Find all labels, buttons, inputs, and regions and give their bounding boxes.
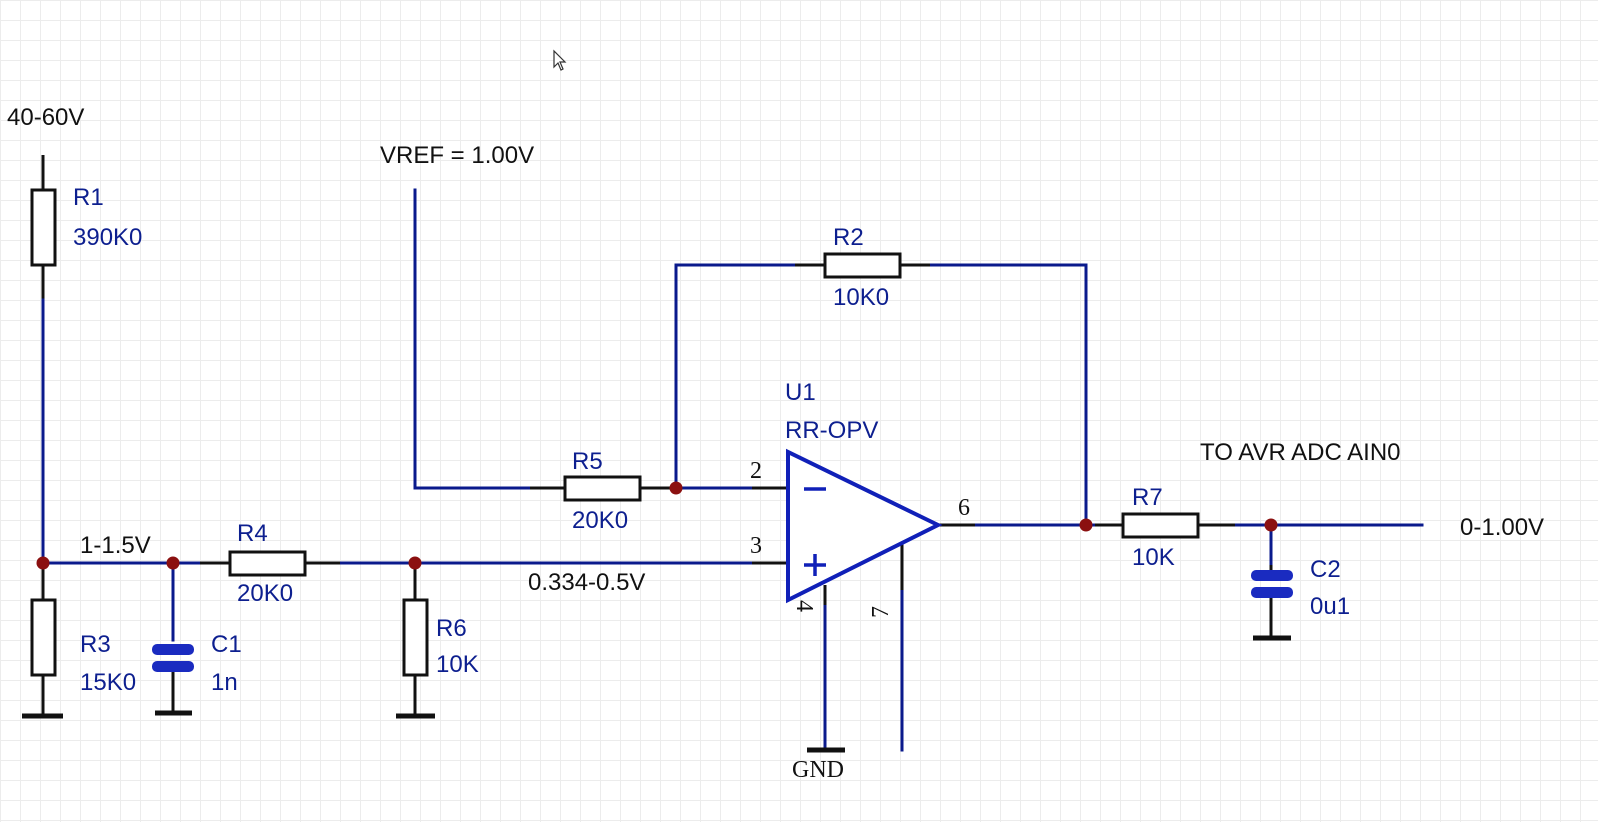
resistor-r6[interactable] xyxy=(402,563,429,715)
junction-dot xyxy=(36,556,50,570)
c2-designator: C2 xyxy=(1310,556,1341,583)
net-label-output: 0-1.00V xyxy=(1460,514,1544,541)
pin-number-4: 4 xyxy=(791,600,817,612)
opamp-triangle xyxy=(786,448,943,604)
junction-dot xyxy=(408,556,422,570)
c1-value: 1n xyxy=(211,669,238,696)
r5-designator: R5 xyxy=(572,448,603,475)
net-label-input-voltage: 40-60V xyxy=(7,104,84,131)
r3-designator: R3 xyxy=(80,631,111,658)
resistor-r4[interactable] xyxy=(200,550,340,577)
junction-dot xyxy=(166,556,180,570)
u1-value: RR-OPV xyxy=(785,417,878,444)
r4-value: 20K0 xyxy=(237,580,293,607)
junction-dot xyxy=(669,481,683,495)
resistor-r5[interactable] xyxy=(530,475,676,502)
capacitor-c2[interactable] xyxy=(1251,565,1293,636)
junction-dot xyxy=(1264,518,1278,532)
pin-number-7: 7 xyxy=(868,606,894,618)
resistor-r3[interactable] xyxy=(30,563,57,715)
r7-designator: R7 xyxy=(1132,484,1163,511)
resistor-r2[interactable] xyxy=(795,252,930,279)
resistor-r1[interactable] xyxy=(30,188,57,267)
u1-designator: U1 xyxy=(785,379,816,406)
net-label-divider-node: 1-1.5V xyxy=(80,532,151,559)
net-label-adc: TO AVR ADC AIN0 xyxy=(1200,439,1401,466)
pin-number-3: 3 xyxy=(750,533,762,559)
r1-designator: R1 xyxy=(73,184,104,211)
r6-value: 10K xyxy=(436,651,479,678)
junctions xyxy=(36,481,1278,570)
c1-designator: C1 xyxy=(211,631,242,658)
pin-number-6: 6 xyxy=(958,495,970,521)
pin-number-2: 2 xyxy=(750,458,762,484)
gnd-label: GND xyxy=(792,757,844,783)
r1-value: 390K0 xyxy=(73,224,142,251)
c2-value: 0u1 xyxy=(1310,593,1350,620)
r6-designator: R6 xyxy=(436,615,467,642)
mouse-cursor-icon xyxy=(553,49,567,71)
capacitor-c1[interactable] xyxy=(152,644,194,712)
r2-designator: R2 xyxy=(833,224,864,251)
r5-value: 20K0 xyxy=(572,507,628,534)
r7-value: 10K xyxy=(1132,544,1175,571)
r3-value: 15K0 xyxy=(80,669,136,696)
r2-value: 10K0 xyxy=(833,284,889,311)
net-label-vref: VREF = 1.00V xyxy=(380,142,534,169)
ground-symbols xyxy=(22,635,1291,753)
junction-dot xyxy=(1079,518,1093,532)
resistor-r7[interactable] xyxy=(1095,512,1235,539)
r4-designator: R4 xyxy=(237,520,268,547)
opamp-u1[interactable] xyxy=(752,448,975,605)
net-label-noninv-node: 0.334-0.5V xyxy=(528,569,645,596)
